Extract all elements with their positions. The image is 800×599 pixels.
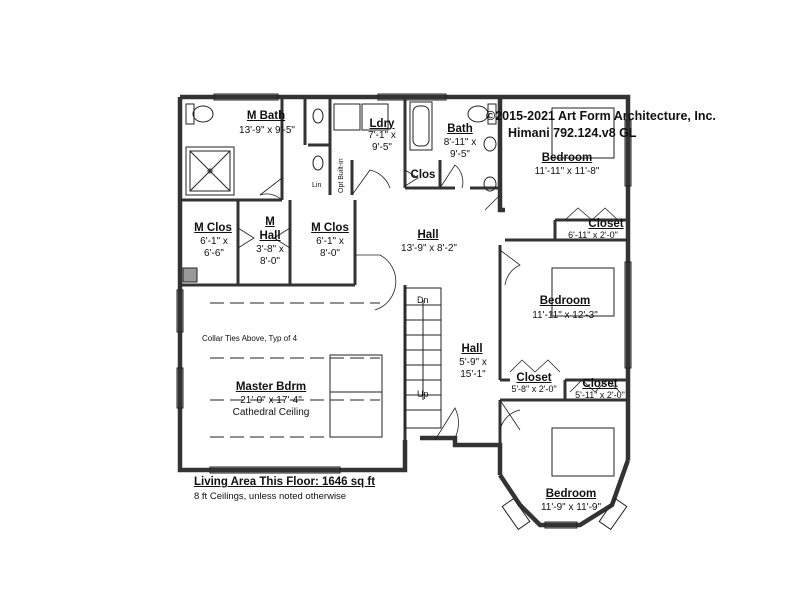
closet3-label: Closet bbox=[582, 378, 618, 390]
bedroom-beds bbox=[551, 107, 615, 477]
master-bdrm-label: Master Bdrm bbox=[235, 381, 307, 393]
shower bbox=[185, 146, 235, 196]
hall-lower-dims-2: 15'-1" bbox=[460, 369, 486, 380]
stair-dn-label: Dn bbox=[417, 295, 429, 305]
bath-dims-1: 8'-11" x bbox=[443, 137, 477, 148]
m-hall-label-1: M bbox=[265, 216, 275, 228]
hall-upper-dims: 13'-9" x 8'-2" bbox=[401, 243, 457, 254]
closet3-dims: 5'-11" x 2'-0" bbox=[575, 390, 625, 400]
master-bdrm-ceiling: Cathedral Ceiling bbox=[232, 407, 310, 418]
washer-dryer bbox=[333, 103, 389, 131]
hall-lower-dims-1: 5'-9" x bbox=[459, 357, 487, 368]
copyright-line1: ©2015-2021 Art Form Architecture, Inc. bbox=[486, 109, 716, 123]
ldry-dims-2: 9'-5" bbox=[372, 142, 392, 153]
m-clos-right-dims-1: 6'-1" x bbox=[316, 236, 344, 247]
stair-up-label: Up bbox=[417, 389, 429, 399]
hall-lower-label: Hall bbox=[461, 343, 483, 355]
collar-ties-note: Collar Ties Above, Typ of 4 bbox=[202, 334, 298, 343]
clos-label: Clos bbox=[410, 169, 436, 181]
bath-dims-2: 9'-5" bbox=[450, 149, 470, 160]
m-clos-left-dims-1: 6'-1" x bbox=[200, 236, 228, 247]
collar-ties bbox=[210, 302, 380, 438]
m-hall-dims-1: 3'-8" x bbox=[256, 244, 284, 255]
hall-upper-label: Hall bbox=[417, 229, 439, 241]
copyright-line2: Himani 792.124.v8 GL bbox=[508, 126, 637, 140]
bedroom2-dims: 11'-11" x 12'-3" bbox=[532, 310, 598, 321]
bedroom3-label: Bedroom bbox=[545, 488, 597, 500]
stairs bbox=[404, 287, 442, 429]
hatch-block bbox=[182, 267, 198, 283]
bedroom1-label: Bedroom bbox=[541, 152, 593, 164]
living-area-caption: Living Area This Floor: 1646 sq ft bbox=[194, 476, 376, 488]
m-clos-left-dims-2: 6'-6" bbox=[204, 248, 224, 259]
m-hall-label-2: Hall bbox=[259, 230, 281, 242]
m-clos-right-dims-2: 8'-0" bbox=[320, 248, 340, 259]
toilets bbox=[185, 103, 497, 125]
ldry-dims-1: 7'-1" x bbox=[368, 130, 396, 141]
m-clos-right-label: M Clos bbox=[311, 222, 349, 234]
ldry-label: Ldry bbox=[369, 118, 395, 130]
master-bed bbox=[329, 354, 383, 438]
m-bath-dims: 13'-9" x 9'-5" bbox=[239, 125, 295, 136]
opt-built-in-label: Opt Built-in bbox=[338, 158, 345, 193]
door-swings bbox=[259, 164, 521, 441]
closet1-label: Closet bbox=[588, 218, 624, 230]
m-hall-dims-2: 8'-0" bbox=[260, 256, 280, 267]
closet2-label: Closet bbox=[516, 372, 552, 384]
lin-label: Lin bbox=[312, 182, 322, 189]
closet1-dims: 6'-11" x 2'-0" bbox=[568, 230, 618, 240]
bedroom3-dims: 11'-9" x 11'-9" bbox=[540, 502, 602, 513]
m-bath-label: M Bath bbox=[246, 110, 286, 122]
sinks bbox=[312, 108, 497, 192]
windows bbox=[176, 93, 632, 531]
closet-doors bbox=[237, 169, 621, 393]
master-bdrm-dims: 21'-0" x 17'-4" bbox=[240, 395, 302, 406]
bath-label: Bath bbox=[447, 123, 473, 135]
m-clos-left-label: M Clos bbox=[194, 222, 232, 234]
bedroom2-label: Bedroom bbox=[539, 295, 591, 307]
ceilings-note: 8 ft Ceilings, unless noted otherwise bbox=[194, 491, 347, 502]
bedroom1-dims: 11'-11" x 11'-8" bbox=[534, 166, 600, 177]
closet2-dims: 5'-8" x 2'-0" bbox=[511, 384, 557, 394]
tub bbox=[409, 101, 433, 151]
